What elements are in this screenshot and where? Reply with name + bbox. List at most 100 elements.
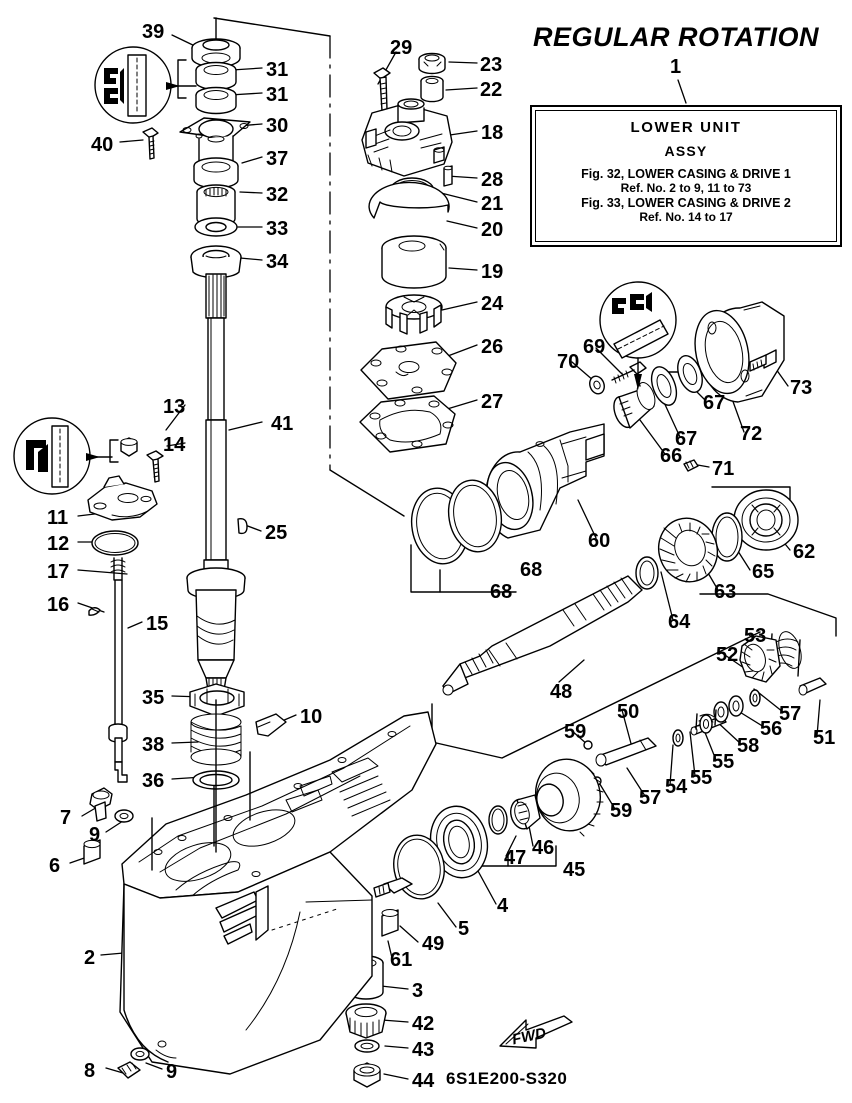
page-title: REGULAR ROTATION: [533, 22, 819, 52]
callout-number-63: 63: [714, 581, 737, 603]
callout-number-57: 57: [779, 703, 802, 725]
callout-number-11: 11: [47, 507, 69, 529]
assy-label: ASSY: [664, 143, 708, 159]
callout-number-8: 8: [84, 1060, 96, 1082]
callout-number-5: 5: [458, 918, 470, 940]
callout-number-9: 9: [89, 824, 101, 846]
callout-number-4: 4: [497, 895, 509, 917]
assy-ref-1: Ref. No. 2 to 9, 11 to 73: [620, 181, 752, 195]
callout-number-16: 16: [47, 594, 70, 616]
callout-number-49: 49: [422, 933, 445, 955]
callout-number-29: 29: [390, 37, 413, 59]
callout-number-23: 23: [480, 54, 503, 76]
callout-number-27: 27: [481, 391, 504, 413]
callout-number-35: 35: [142, 687, 165, 709]
callout-number-25: 25: [265, 522, 288, 544]
callout-number-58: 58: [737, 735, 760, 757]
callout-number-68: 68: [520, 559, 543, 581]
callout-number-46: 46: [532, 837, 555, 859]
part-lower-casing: [119, 699, 437, 1075]
callout-number-55: 55: [712, 751, 735, 773]
callout-number-41: 41: [271, 413, 294, 435]
part-group-water-pump: [359, 52, 457, 453]
callout-number-28: 28: [481, 169, 504, 191]
callout-number-1: 1: [670, 56, 682, 78]
callout-number-67: 67: [675, 428, 698, 450]
assy-ref-2: Ref. No. 14 to 17: [639, 210, 733, 224]
callout-number-71: 71: [712, 458, 735, 480]
callout-number-24: 24: [481, 293, 504, 315]
part-group-shift-hardware: [583, 631, 827, 786]
callout-number-13: 13: [163, 396, 186, 418]
callout-number-55: 55: [690, 767, 713, 789]
part-shaft-48: [442, 575, 643, 696]
callout-number-26: 26: [481, 336, 504, 358]
part-group-reverse-gear: [345, 758, 604, 1088]
callout-number-67: 67: [703, 392, 726, 414]
callout-number-7: 7: [60, 807, 72, 829]
callout-number-66: 66: [660, 445, 683, 467]
fwd-arrow-marker: [499, 1015, 573, 1049]
callout-number-12: 12: [47, 533, 70, 555]
callout-number-30: 30: [266, 115, 289, 137]
callout-number-50: 50: [617, 701, 640, 723]
callout-number-43: 43: [412, 1039, 435, 1061]
callout-number-34: 34: [266, 251, 289, 273]
callout-number-20: 20: [481, 219, 504, 241]
drawing-code: 6S1E200-S320: [446, 1069, 568, 1088]
callout-number-51: 51: [813, 727, 836, 749]
callout-number-73: 73: [790, 377, 813, 399]
part-group-bearing-carrier: [485, 301, 785, 539]
part-group-fasteners: [83, 787, 150, 1079]
inset-thread-lock-symbol: [13, 417, 113, 495]
part-group-shift-rod: [87, 437, 164, 783]
callout-number-70: 70: [557, 351, 580, 373]
callout-number-31: 31: [266, 59, 289, 81]
inset-grease-symbol-top: [94, 46, 197, 124]
callout-number-64: 64: [668, 611, 691, 633]
assy-fig-2: Fig. 33, LOWER CASING & DRIVE 2: [581, 196, 791, 210]
callout-number-40: 40: [91, 134, 114, 156]
callout-number-31: 31: [266, 84, 289, 106]
callout-number-57: 57: [639, 787, 662, 809]
assy-reference-box: LOWER UNIT ASSY Fig. 32, LOWER CASING & …: [530, 105, 842, 247]
callout-number-38: 38: [142, 734, 165, 756]
callout-number-33: 33: [266, 218, 289, 240]
assy-unit-name: LOWER UNIT: [630, 119, 742, 136]
callout-number-72: 72: [740, 423, 763, 445]
callout-number-52: 52: [716, 644, 739, 666]
callout-number-2: 2: [84, 947, 96, 969]
callout-number-48: 48: [550, 681, 573, 703]
callout-number-59: 59: [564, 721, 587, 743]
callout-number-42: 42: [412, 1013, 435, 1035]
inset-grease-symbol-right: [599, 281, 677, 390]
callout-number-39: 39: [142, 21, 165, 43]
callout-number-17: 17: [47, 561, 70, 583]
callout-number-65: 65: [752, 561, 775, 583]
callout-number-47: 47: [504, 847, 527, 869]
callout-number-18: 18: [481, 122, 504, 144]
callout-number-36: 36: [142, 770, 165, 792]
callout-number-61: 61: [390, 949, 413, 971]
callout-number-69: 69: [583, 336, 606, 358]
callout-number-3: 3: [412, 980, 424, 1002]
part-group-forward-gear: [635, 489, 799, 590]
section-lines: [213, 17, 405, 517]
callout-number-22: 22: [480, 79, 503, 101]
callout-number-68: 68: [490, 581, 513, 603]
callout-number-37: 37: [266, 148, 289, 170]
callout-number-45: 45: [563, 859, 586, 881]
callout-number-9: 9: [166, 1061, 178, 1083]
callout-number-6: 6: [49, 855, 61, 877]
callout-number-54: 54: [665, 776, 688, 798]
callout-number-62: 62: [793, 541, 816, 563]
callout-number-14: 14: [163, 434, 186, 456]
callout-number-44: 44: [412, 1070, 435, 1092]
leader-line-assy: [677, 79, 687, 104]
callout-number-10: 10: [300, 706, 323, 728]
assy-fig-1: Fig. 32, LOWER CASING & DRIVE 1: [581, 167, 791, 181]
callout-number-32: 32: [266, 184, 289, 206]
callout-number-19: 19: [481, 261, 504, 283]
